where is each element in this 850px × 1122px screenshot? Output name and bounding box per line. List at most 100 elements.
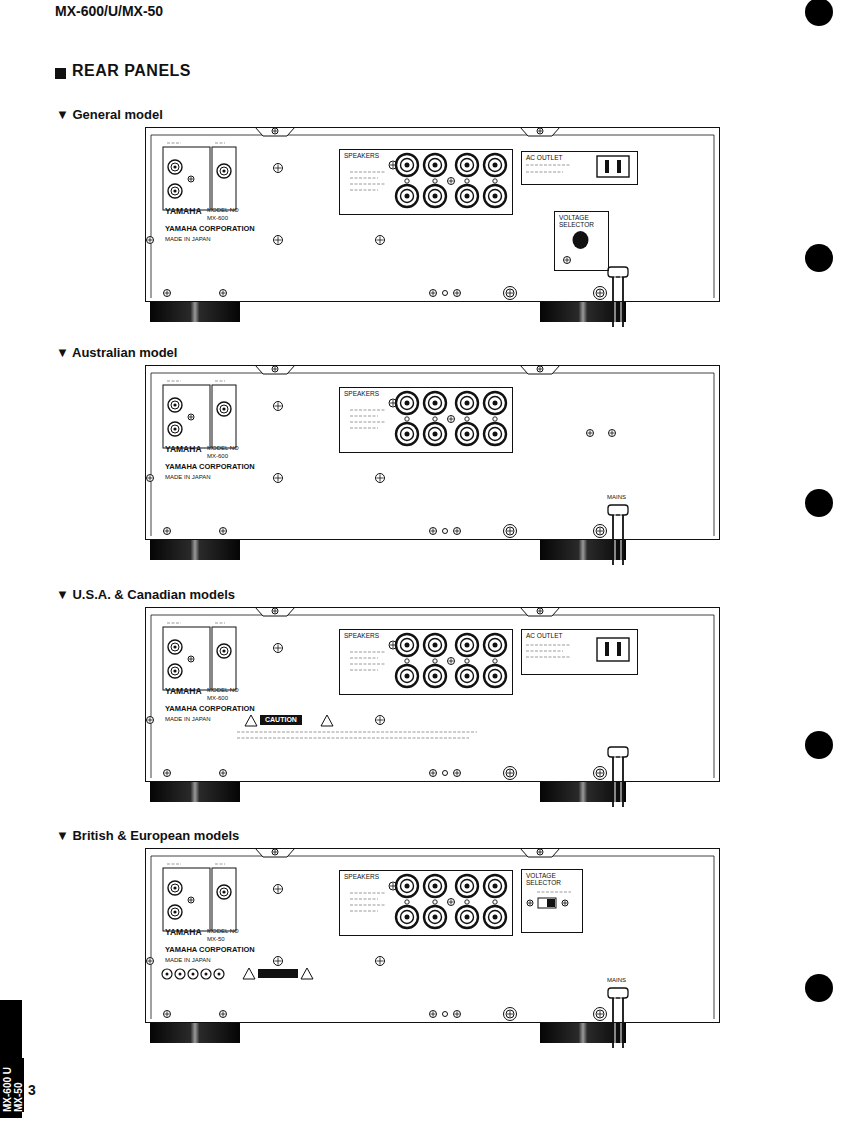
cord-grommet: [608, 267, 628, 277]
screw-slot: [540, 850, 541, 854]
terminal-knob: [489, 880, 502, 893]
terminal-hole: [465, 194, 470, 199]
fine-print: [167, 381, 181, 382]
warning-sticker: [258, 969, 298, 978]
top-notch: [255, 848, 295, 857]
screw: [430, 290, 437, 297]
title-square: [55, 68, 66, 79]
speaker-terminal: [456, 154, 478, 176]
screw-slot: [510, 290, 511, 296]
terminal-hole: [405, 674, 410, 679]
speaker-terminal: [484, 906, 506, 928]
rca-jack-pin: [173, 427, 176, 430]
approval-mark-dot: [218, 973, 221, 976]
rca-jack-ring: [220, 405, 228, 413]
screw: [506, 527, 514, 535]
panel-caption: SPEAKERS: [344, 390, 508, 397]
fine-print: [167, 864, 181, 865]
terminal-knob: [429, 428, 442, 441]
terminal-hole: [493, 163, 498, 168]
power-cord-highlight: [615, 753, 621, 811]
terminal-knob: [461, 911, 474, 924]
screw: [376, 716, 385, 725]
plate-text: MODEL NO: [207, 928, 239, 935]
screw-slot: [278, 958, 279, 965]
screw-slot: [451, 900, 452, 905]
screw-ring: [504, 287, 517, 300]
fine-print: [350, 178, 378, 179]
model-number: MX-600: [207, 453, 228, 460]
screw-ring: [504, 1008, 517, 1021]
screw: [274, 885, 283, 894]
terminal-hole: [493, 643, 498, 648]
terminal-panel: SPEAKERS: [339, 387, 513, 453]
speaker-terminal: [396, 906, 418, 928]
rca-jack: [168, 422, 182, 436]
model-number: MX-600: [207, 695, 228, 702]
screw-slot: [600, 770, 601, 776]
screw: [562, 900, 568, 906]
cord-grommet: [608, 988, 628, 998]
fine-print: [350, 664, 386, 665]
terminal-knob: [429, 190, 442, 203]
terminal-dot: [433, 900, 437, 904]
screw-slot: [590, 431, 591, 436]
screw-slot: [540, 609, 541, 613]
screw-slot: [278, 403, 279, 410]
speaker-terminal: [424, 634, 446, 656]
fine-print: [350, 428, 378, 429]
screw-slot: [167, 291, 168, 296]
screw-slot: [191, 898, 192, 902]
fine-print: [350, 658, 378, 659]
panel-caption: SPEAKERS: [344, 873, 508, 880]
rca-jack-pin: [222, 169, 225, 172]
screw-slot: [540, 367, 541, 371]
plate-text: MODEL NO: [207, 687, 239, 694]
input-plate: [212, 868, 236, 931]
rca-jack: [168, 640, 182, 654]
terminal-hole: [493, 432, 498, 437]
page-number: 3: [28, 1083, 36, 1098]
speaker-terminal: [424, 906, 446, 928]
screw: [164, 1011, 171, 1018]
rear-panel-drawing: [147, 607, 715, 811]
screw-slot: [278, 475, 279, 482]
socket-slot: [605, 642, 609, 656]
model-number: MX-50: [207, 936, 225, 943]
terminal-knob: [429, 880, 442, 893]
terminal-knob: [401, 911, 414, 924]
screw-ring: [594, 767, 607, 780]
panel-caption: SPEAKERS: [344, 152, 508, 159]
top-notch: [520, 607, 560, 616]
screw: [188, 176, 194, 182]
fine-print: [526, 645, 571, 646]
terminal-knob: [429, 911, 442, 924]
terminal-hole: [493, 401, 498, 406]
screw: [147, 475, 154, 482]
binder-hole: [805, 731, 833, 759]
speaker-terminal: [396, 423, 418, 445]
screw: [609, 430, 616, 437]
screw: [220, 1011, 227, 1018]
screw-slot: [457, 771, 458, 776]
screw-slot: [612, 431, 613, 436]
power-cord-highlight: [615, 273, 621, 331]
terminal-hole: [433, 401, 438, 406]
rca-jack-ring: [220, 888, 228, 896]
terminal-hole: [465, 163, 470, 168]
speaker-terminal: [484, 634, 506, 656]
fine-print: [350, 416, 378, 417]
screw-slot: [223, 291, 224, 296]
binder-hole: [805, 489, 833, 517]
screw-slot: [510, 528, 511, 534]
screw: [448, 178, 455, 185]
maker-name: YAMAHA CORPORATION: [165, 463, 255, 471]
fine-print: [526, 172, 563, 173]
fine-print: [350, 172, 386, 173]
screw: [430, 528, 437, 535]
terminal-dot: [493, 179, 497, 183]
inner-frame: [151, 615, 714, 778]
screw-slot: [380, 958, 381, 965]
speaker-terminal: [396, 185, 418, 207]
screw-slot: [451, 417, 452, 422]
